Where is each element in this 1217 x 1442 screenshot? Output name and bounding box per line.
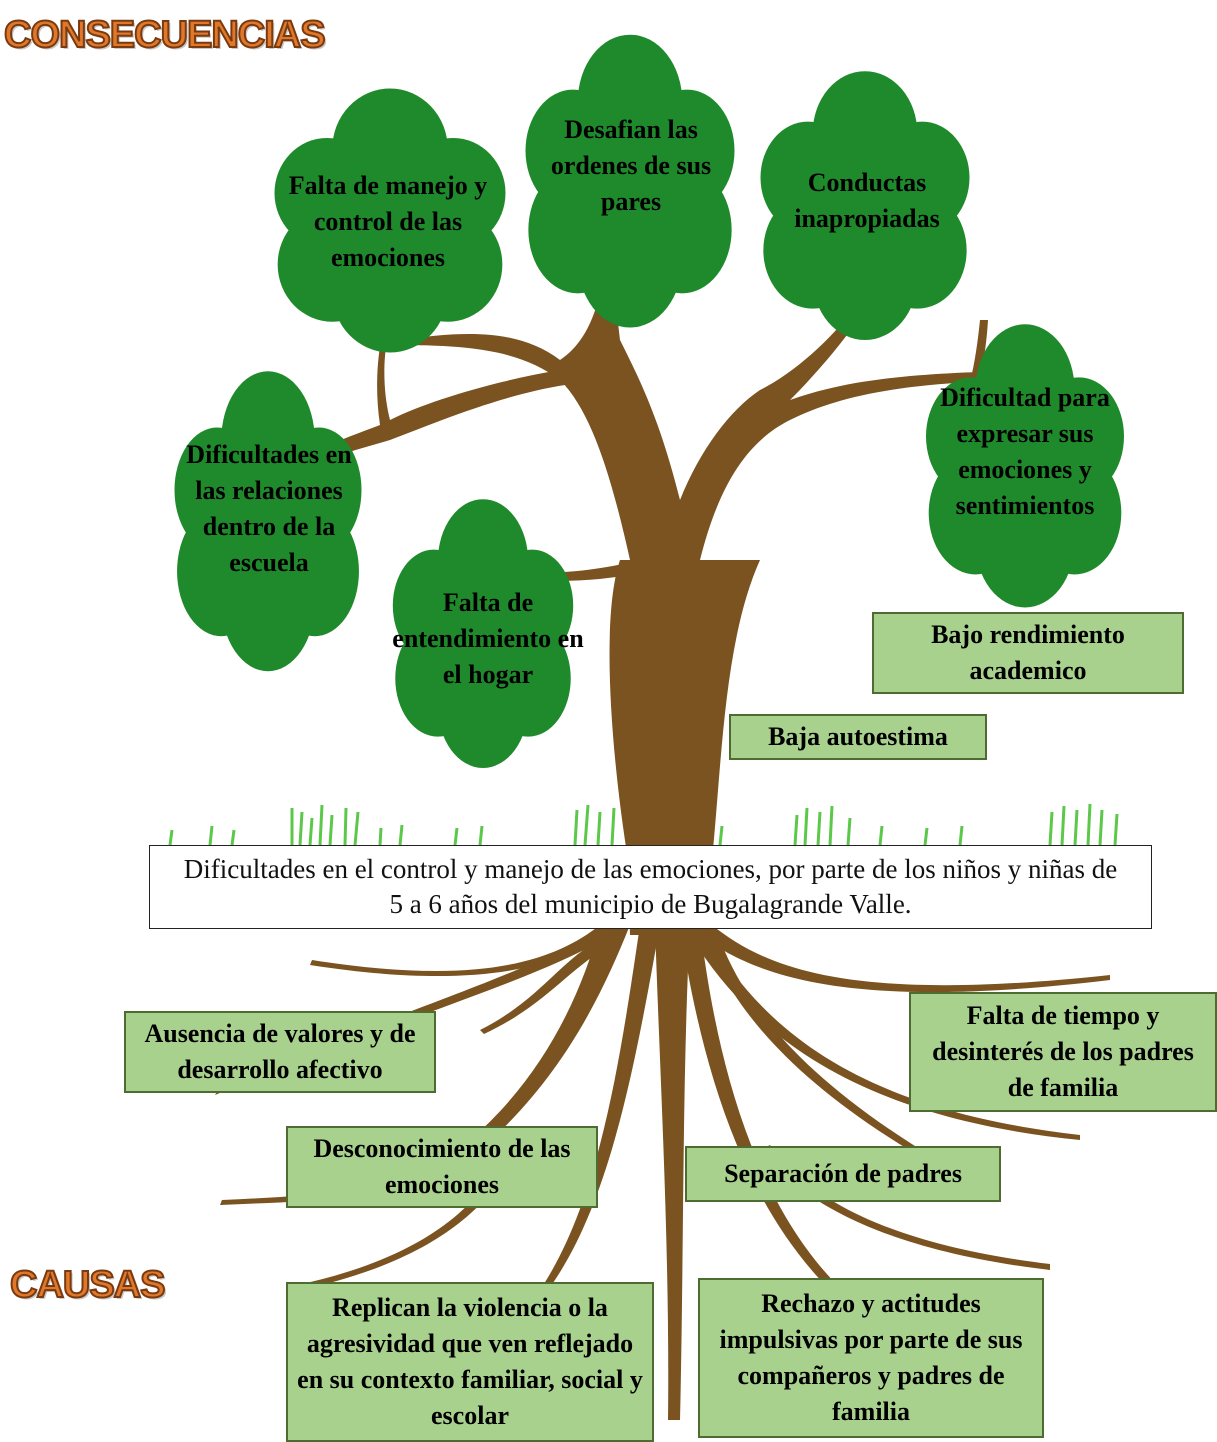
consequence-low-performance: Bajo rendimiento academico [872,612,1184,694]
consequence-school-relations: Dificultades en las relaciones dentro de… [186,440,352,577]
cause-parent-separation: Separación de padres [685,1146,1001,1202]
cause-replicate-violence: Replican la violencia o la agresividad q… [286,1282,654,1442]
consequence-low-self-esteem: Baja autoestima [729,714,987,760]
consequence-home-understanding: Falta de entendimiento en el hogar [392,588,584,689]
consequences-title: CONSECUENCIAS [3,14,327,56]
cause-rejection-impulsive: Rechazo y actitudes impulsivas por parte… [698,1278,1044,1438]
consequence-challenge-peers: Desafian las ordenes de sus pares [550,115,712,216]
cause-lack-of-values: Ausencia de valores y de desarrollo afec… [124,1011,436,1093]
consequence-emotion-control: Falta de manejo y control de las emocion… [288,171,488,272]
consequence-inappropriate-behavior: Conductas inapropiadas [794,168,940,233]
cause-parents-disinterest: Falta de tiempo y desinterés de los padr… [909,992,1217,1112]
cause-unknown-emotions: Desconocimiento de las emociones [286,1126,598,1208]
central-problem: Dificultades en el control y manejo de l… [149,845,1152,929]
consequence-expressing-emotions: Dificultad para expresar sus emociones y… [940,383,1110,520]
grass [168,803,1119,846]
causes-title: CAUSAS [9,1264,166,1306]
